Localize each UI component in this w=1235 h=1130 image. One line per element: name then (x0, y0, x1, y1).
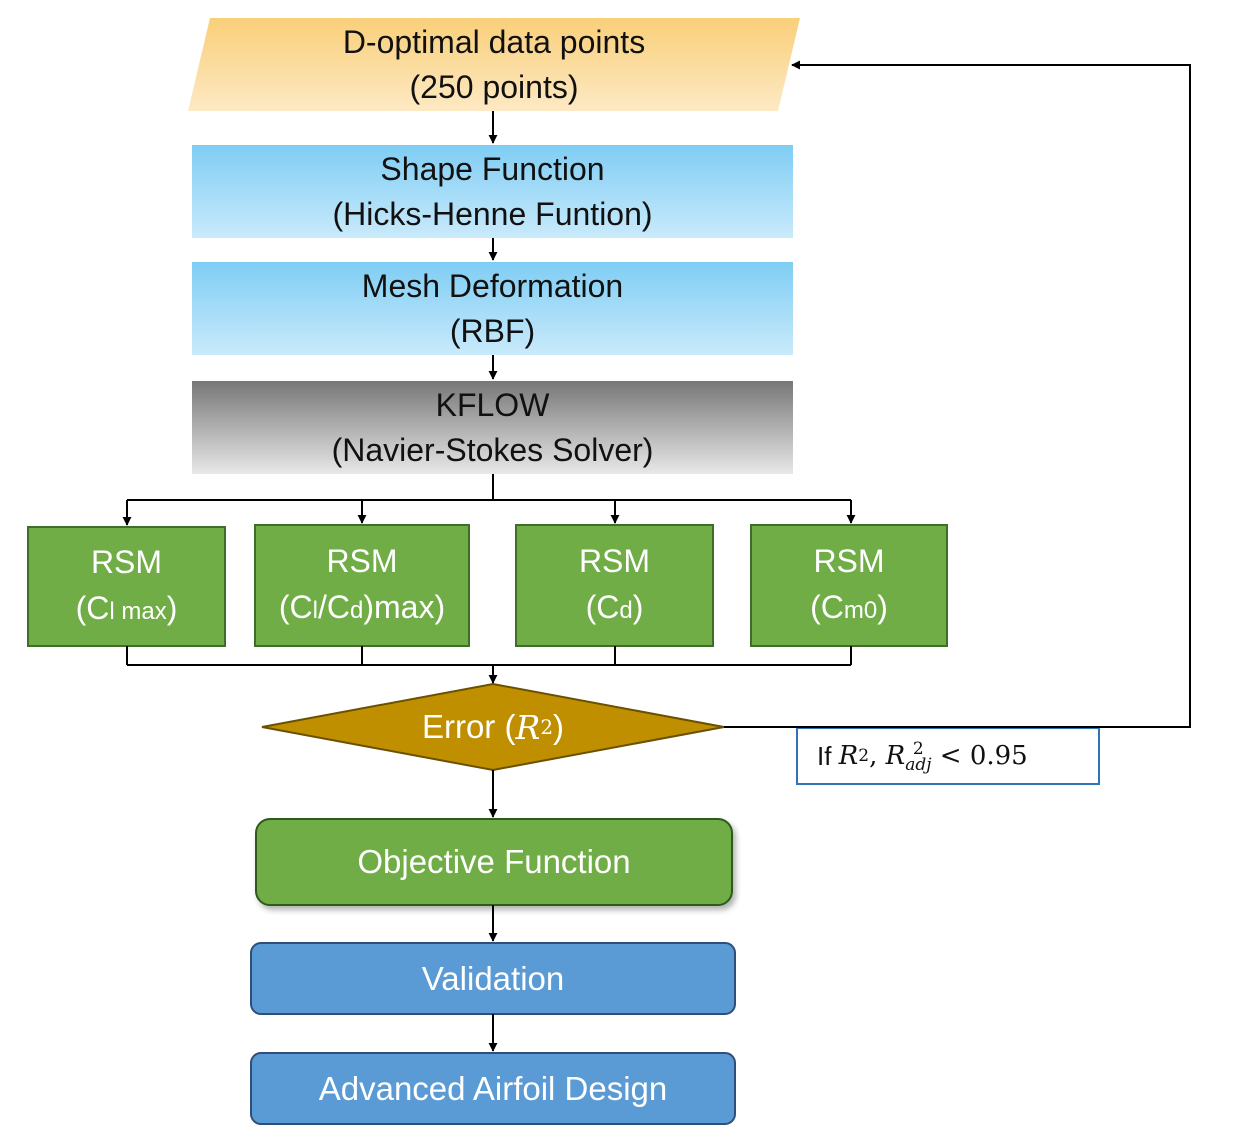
advanced-airfoil-design-box: Advanced Airfoil Design (251, 1053, 735, 1124)
rsm-variable: (Cl max) (76, 585, 178, 635)
rsm-title: RSM (813, 542, 885, 579)
condition-sub-adj: adj (905, 755, 932, 775)
rsm-sub: l max (109, 597, 167, 625)
rsm-box-shape-2 (254, 524, 470, 647)
rsm-box-cd: RSM (Cd) (516, 525, 713, 646)
rsm-close: ) (166, 589, 178, 626)
rsm-open: (C (75, 589, 110, 626)
input-line2: (250 points) (409, 68, 579, 105)
condition-prefix: If (817, 740, 839, 771)
rsm-sub: d (619, 596, 633, 624)
final-box-shape (250, 1052, 736, 1125)
shape-function-box: Shape Function (Hicks-Henne Funtion) (192, 145, 793, 238)
rsm-close: ) (877, 588, 888, 625)
final-label: Advanced Airfoil Design (318, 1069, 668, 1107)
rsm-variable: (Cd) (586, 584, 644, 634)
rsm-box-shape-3 (515, 524, 714, 647)
error-close: ) (553, 708, 565, 745)
condition-exp-radj: 2 (912, 739, 924, 759)
rsm-variable: (Cm0) (810, 584, 888, 634)
rsm-variable: (Cl/Cd)max) (279, 584, 445, 634)
rsm-box-shape-4 (750, 524, 948, 647)
kflow-line2: (Navier-Stokes Solver) (331, 431, 654, 468)
condition-box-shape (796, 727, 1100, 785)
objective-label: Objective Function (357, 843, 631, 880)
mesh-deformation-box-shape (192, 262, 793, 355)
input-line1: D-optimal data points (342, 23, 646, 60)
input-box-shape (188, 18, 800, 111)
rsm-box-cm0: RSM (Cm0) (751, 525, 947, 646)
condition-exp-r: 2 (858, 746, 870, 766)
input-data-box: D-optimal data points (250 points) (188, 18, 800, 111)
rsm-mid: /C (317, 588, 350, 625)
shape-function-line2: (Hicks-Henne Funtion) (332, 195, 653, 232)
rsm-box-cl-max: RSM (Cl max) (28, 527, 225, 646)
rsm-title: RSM (90, 543, 163, 580)
mesh-deformation-line2: (RBF) (449, 312, 536, 349)
rsm-close: )max) (363, 588, 446, 625)
validation-label: Validation (421, 959, 565, 997)
error-exponent: 2 (540, 715, 554, 739)
objective-function-box: Objective Function (256, 819, 732, 905)
rsm-sub: l (312, 596, 318, 624)
rsm-open: (C (278, 588, 313, 625)
rsm-title: RSM (578, 542, 651, 579)
rsm-sub: d (349, 596, 364, 624)
rsm-open: (C (810, 588, 844, 625)
condition-var-radj: R (885, 741, 906, 771)
rsm-title: RSM (326, 542, 398, 579)
validation-box: Validation (251, 943, 735, 1014)
shape-function-line1: Shape Function (380, 150, 605, 187)
kflow-line1: KFLOW (435, 386, 550, 423)
shape-function-box-shape (192, 145, 793, 238)
condition-var-r: R (838, 741, 859, 771)
error-variable: R (515, 707, 541, 747)
mesh-deformation-box: Mesh Deformation (RBF) (192, 262, 793, 355)
condition-threshold: 0.95 (969, 741, 1028, 771)
feedback-loop-line (724, 60, 1191, 728)
kflow-box: KFLOW (Navier-Stokes Solver) (192, 381, 793, 474)
condition-operator: < (931, 741, 970, 771)
mesh-deformation-line1: Mesh Deformation (361, 267, 624, 304)
condition-separator: , (869, 741, 886, 771)
kflow-box-shape (192, 381, 793, 474)
rsm-close: ) (632, 588, 644, 625)
rsm-open: (C (585, 588, 620, 625)
error-label: Error ( (421, 708, 516, 745)
rsm-box-cl-cd-max: RSM (Cl/Cd)max) (255, 525, 469, 646)
rsm-box-shape-1 (27, 526, 226, 647)
rsm-sub: m0 (843, 596, 878, 624)
